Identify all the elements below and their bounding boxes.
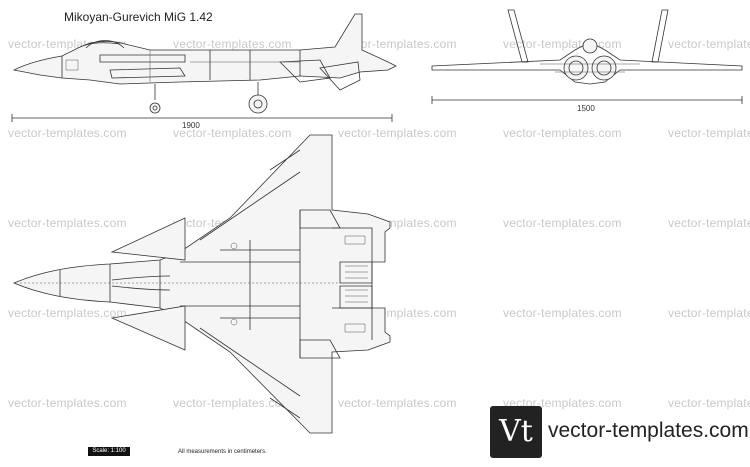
watermark: vector-templates.com	[668, 216, 750, 230]
side-length-label: 1900	[182, 121, 200, 130]
watermark: vector-templates.com	[503, 126, 622, 140]
logo-icon: Vt	[490, 406, 542, 458]
scale-badge: Scale: 1:100	[88, 447, 130, 456]
watermark: vector-templates.com	[338, 37, 457, 51]
watermark-row: vector-templates.com vector-templates.co…	[0, 37, 750, 51]
watermark: vector-templates.com	[8, 216, 127, 230]
measurement-note: All measurements in centimeters.	[178, 449, 267, 455]
side-view	[11, 13, 397, 122]
watermark: vector-templates.com	[173, 37, 292, 51]
front-view	[431, 9, 743, 104]
watermark: vector-templates.com	[668, 396, 750, 410]
watermark: vector-templates.com	[338, 126, 457, 140]
drawing-title: Mikoyan-Gurevich MiG 1.42	[64, 10, 213, 24]
watermark: vector-templates.com	[8, 126, 127, 140]
watermark-row: vector-templates.com vector-templates.co…	[0, 216, 750, 230]
watermark: vector-templates.com	[668, 306, 750, 320]
top-view	[12, 134, 391, 434]
watermark: vector-templates.com	[338, 396, 457, 410]
logo-text: vector-templates.com	[548, 419, 749, 442]
watermark: vector-templates.com	[173, 396, 292, 410]
watermark: vector-templates.com	[668, 37, 750, 51]
watermark-row: vector-templates.com vector-templates.co…	[0, 126, 750, 140]
watermark: vector-templates.com	[8, 396, 127, 410]
front-span-label: 1500	[577, 104, 595, 113]
watermark: vector-templates.com	[668, 126, 750, 140]
watermark: vector-templates.com	[503, 306, 622, 320]
watermark: vector-templates.com	[503, 216, 622, 230]
watermark: vector-templates.com	[8, 306, 127, 320]
watermark: vector-templates.com	[173, 126, 292, 140]
